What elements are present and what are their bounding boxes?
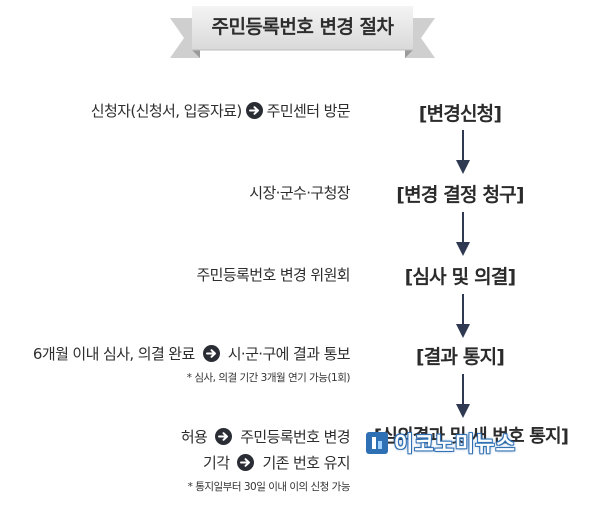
step4-label: [결과 통지] <box>415 346 505 368</box>
step4-desc-left: 6개월 이내 심사, 의결 완료 <box>32 344 195 363</box>
step5-approve: 허용 주민등록번호 변경 <box>180 425 351 447</box>
down-arrow-icon <box>456 294 470 338</box>
step1-desc-right: 주민센터 방문 <box>266 101 351 120</box>
step4-desc-right: 시·군·구에 결과 통보 <box>227 344 351 363</box>
step2-desc-text: 시장·군수·구청장 <box>249 183 350 202</box>
step1-description: 신청자(신청서, 입증자료) 주민센터 방문 <box>90 99 351 121</box>
step2-description: 시장·군수·구청장 <box>249 181 350 203</box>
step5-reject-right: 기존 번호 유지 <box>262 453 350 472</box>
watermark-logo-icon <box>366 432 388 454</box>
step5-reject: 기각 기존 번호 유지 <box>203 451 351 473</box>
ribbon-banner <box>170 6 435 58</box>
down-arrow-icon <box>456 212 470 256</box>
step5-note: * 통지일부터 30일 이내 이의 신청 가능 <box>187 481 351 493</box>
circle-arrow-right-icon <box>215 427 233 445</box>
step5-label: [심의결과 및 새 번호 통지] <box>373 426 569 447</box>
watermark-text: 이코노미뉴스 <box>394 432 516 456</box>
step2-label: [변경 결정 청구] <box>396 184 524 206</box>
step3-description: 주민등록번호 변경 위원회 <box>196 263 350 285</box>
watermark: 이코노미뉴스 <box>366 428 516 458</box>
circle-arrow-right-icon <box>202 344 220 362</box>
down-arrow-icon <box>456 130 470 174</box>
circle-arrow-right-icon <box>237 453 255 471</box>
diagram-title: 주민등록번호 변경 절차 <box>211 16 394 38</box>
step1-label: [변경신청] <box>418 103 502 125</box>
step4-note: * 심사, 의결 기간 3개월 연기 가능(1회) <box>186 372 351 384</box>
step5-reject-left: 기각 <box>203 453 230 472</box>
step5-approve-right: 주민등록번호 변경 <box>240 427 350 446</box>
step3-label: [심사 및 의결] <box>404 266 517 288</box>
step1-desc-left: 신청자(신청서, 입증자료) <box>90 101 242 120</box>
down-arrow-icon <box>456 374 470 418</box>
circle-arrow-right-icon <box>245 101 263 119</box>
step4-description: 6개월 이내 심사, 의결 완료 시·군·구에 결과 통보 <box>32 342 351 364</box>
step5-approve-left: 허용 <box>180 427 208 446</box>
step3-desc-text: 주민등록번호 변경 위원회 <box>196 265 350 284</box>
